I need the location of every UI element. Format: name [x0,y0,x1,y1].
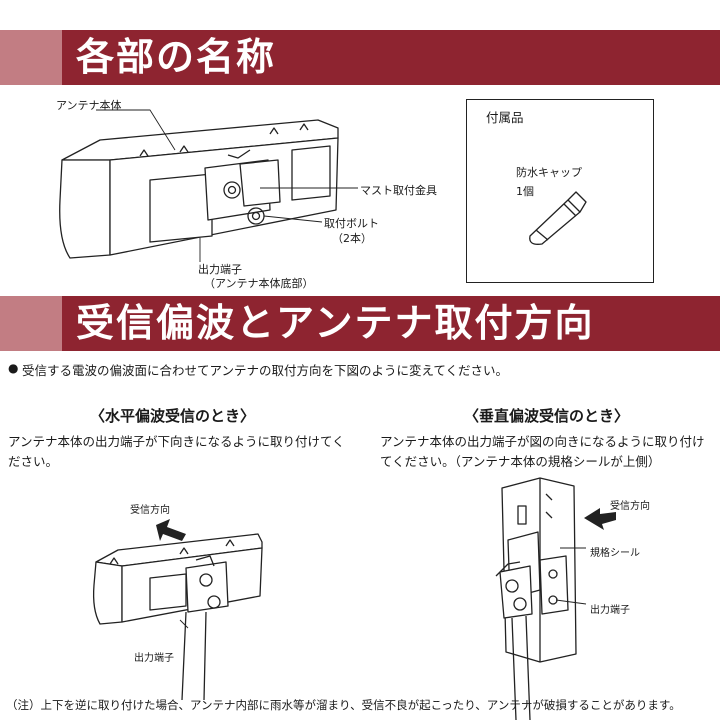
header-accent [0,30,62,85]
label-bolt-qty: （2本） [332,232,372,245]
section-header-parts: 各部の名称 [0,30,720,85]
label-mast-bracket: マスト取付金具 [360,184,437,197]
header-accent [0,296,62,351]
vertical-label-output: 出力端子 [590,605,630,616]
label-output-terminal: 出力端子 [198,263,242,276]
section-title-parts: 各部の名称 [76,35,277,79]
section-header-orientation: 受信偏波とアンテナ取付方向 [0,296,720,351]
intro-bullet: ● [8,361,19,375]
footnote: （注）上下を逆に取り付けた場合、アンテナ内部に雨水等が溜まり、受信不良が起こった… [6,698,681,712]
accessory-qty: 1個 [516,185,534,198]
vertical-description: アンテナ本体の出力端子が図の向きになるように取り付けてください。（アンテナ本体の… [380,434,705,469]
accessory-item: 防水キャップ [516,166,582,179]
antenna-parts-illustration [0,0,720,300]
label-bolt: 取付ボルト [324,217,379,230]
label-antenna-body: アンテナ本体 [56,99,122,112]
waterproof-cap-icon [520,178,590,243]
vertical-label-seal: 規格シール [590,548,640,559]
vertical-label-direction: 受信方向 [610,501,650,512]
horizontal-heading: 〈水平偏波受信のとき〉 [90,407,256,425]
label-output-terminal-note: （アンテナ本体底部） [204,277,314,290]
section-title-orientation: 受信偏波とアンテナ取付方向 [76,301,595,345]
horizontal-label-output: 出力端子 [134,653,174,664]
horizontal-label-direction: 受信方向 [130,505,170,516]
vertical-heading: 〈垂直偏波受信のとき〉 [464,407,630,425]
horizontal-description: アンテナ本体の出力端子が下向きになるように取り付けてください。 [8,434,345,469]
accessories-heading: 付属品 [486,110,524,125]
accessories-box [466,99,654,283]
intro-text: 受信する電波の偏波面に合わせてアンテナの取付方向を下図のように変えてください。 [22,363,509,378]
